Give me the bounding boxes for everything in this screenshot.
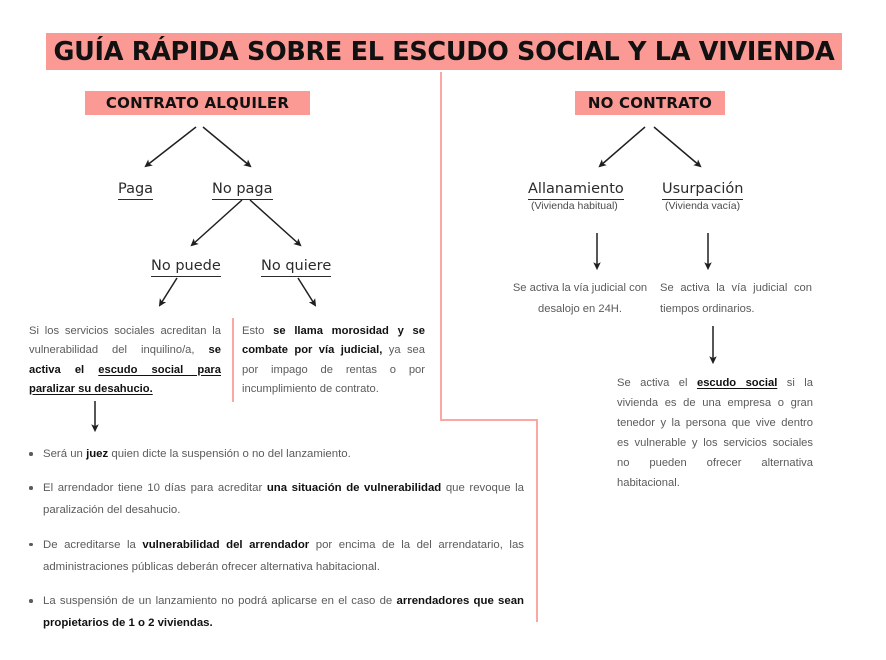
- list-item: El arrendador tiene 10 días para acredit…: [26, 477, 524, 521]
- arrow-nopaga-to-noquiere: [249, 199, 302, 247]
- node-allanamiento-note: (Vivienda habitual): [531, 200, 618, 212]
- arrow-nocontrato-to-usurpacion: [653, 126, 702, 168]
- section-header-contrato-label: CONTRATO ALQUILER: [105, 94, 290, 112]
- arrow-nocontrato-to-allanamiento: [598, 126, 646, 168]
- page-title-banner: GUÍA RÁPIDA SOBRE EL ESCUDO SOCIAL Y LA …: [46, 33, 842, 70]
- list-item: La suspensión de un lanzamiento no podrá…: [26, 590, 524, 634]
- paragraph-no-puede: Si los servicios sociales acreditan la v…: [29, 325, 221, 395]
- node-no-paga: No paga: [212, 181, 273, 200]
- paragraph-usurpacion: Se activa la vía judicial con tiempos or…: [660, 282, 812, 315]
- section-header-contrato-alquiler: CONTRATO ALQUILER: [85, 91, 310, 115]
- node-no-puede: No puede: [151, 258, 221, 277]
- arrow-contrato-to-paga: [144, 126, 197, 168]
- paragraph-no-quiere: Esto se llama morosidad y se combate por…: [242, 325, 426, 395]
- node-usurpacion-note: (Vivienda vacía): [665, 200, 741, 212]
- pink-divider-vertical-lower: [536, 419, 538, 622]
- pink-divider-between-text-blocks: [232, 318, 234, 402]
- arrow-contrato-to-nopaga: [202, 126, 252, 168]
- pink-divider-horizontal-main: [440, 419, 538, 421]
- arrow-nopaga-to-nopuede: [190, 199, 243, 247]
- section-header-nocontrato-label: NO CONTRATO: [587, 94, 713, 112]
- bullet-list: Será un juez quien dicte la suspensión o…: [26, 443, 524, 635]
- section-header-no-contrato: NO CONTRATO: [575, 91, 725, 115]
- paragraph-allanamiento: Se activa la vía judicial con desalojo e…: [512, 282, 648, 315]
- node-paga: Paga: [118, 181, 154, 200]
- list-item: De acreditarse la vulnerabilidad del arr…: [26, 534, 524, 578]
- arrow-nopuede-to-text: [158, 277, 178, 307]
- arrow-noquiere-to-text: [297, 277, 317, 307]
- node-usurpacion: Usurpación: [662, 181, 744, 200]
- list-item: Será un juez quien dicte la suspensión o…: [26, 443, 524, 465]
- node-allanamiento: Allanamiento: [528, 181, 624, 200]
- node-no-quiere: No quiere: [261, 258, 332, 277]
- paragraph-escudo-social: Se activa el escudo social si la viviend…: [617, 377, 813, 489]
- page-title: GUÍA RÁPIDA SOBRE EL ESCUDO SOCIAL Y LA …: [53, 36, 835, 67]
- pink-divider-vertical-main: [440, 72, 442, 421]
